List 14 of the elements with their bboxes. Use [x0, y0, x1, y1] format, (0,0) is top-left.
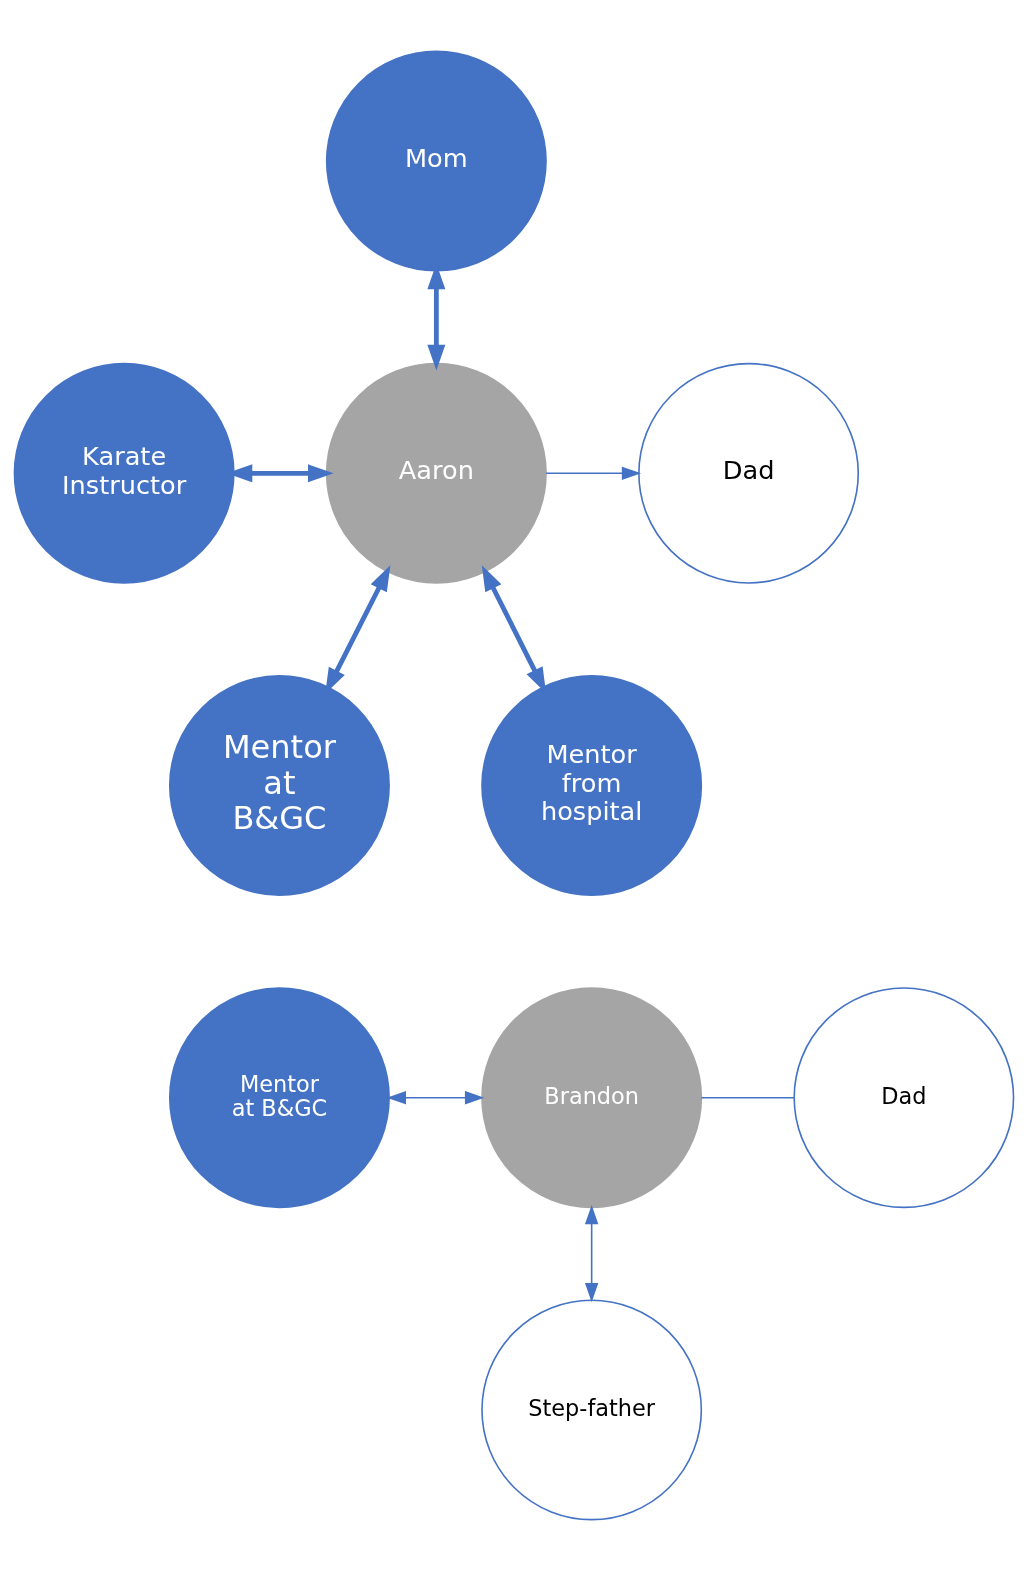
node-circle: Aaron [325, 362, 547, 584]
connector [700, 1096, 795, 1099]
node-circle: Mentor at B&GC [168, 675, 390, 896]
node-circle: Step-father [481, 1299, 703, 1521]
arrow [545, 466, 642, 480]
node-circle: Mom [325, 50, 547, 272]
node-circle: Mentor from hospital [481, 675, 703, 896]
arrow [584, 1204, 599, 1303]
node-circle: Brandon [481, 987, 703, 1209]
arrow [386, 1091, 485, 1105]
node-circle: Mentor at B&GC [168, 987, 390, 1209]
node-circle: Karate Instructor [13, 362, 235, 584]
node-circle: Dad [638, 362, 860, 584]
node-circle: Dad [793, 987, 1015, 1209]
